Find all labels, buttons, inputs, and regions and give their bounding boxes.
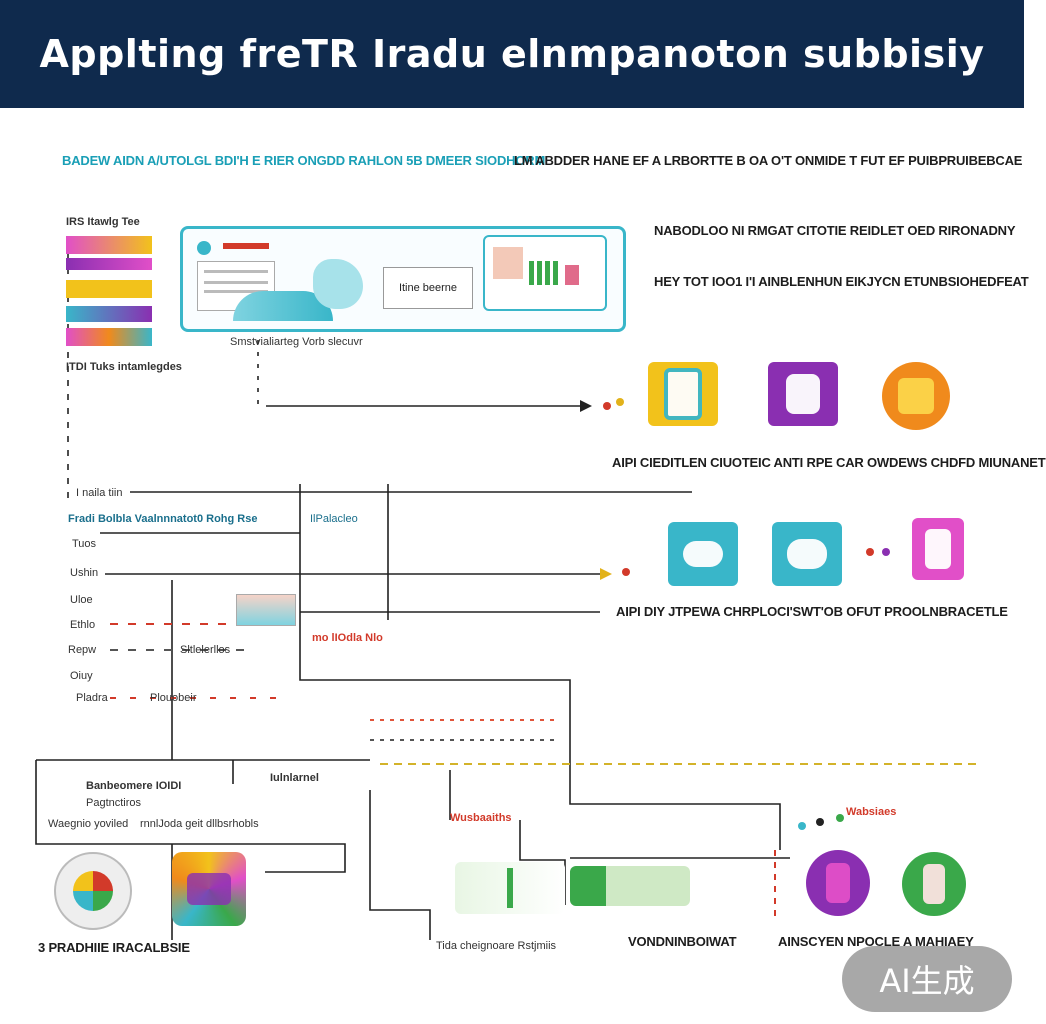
bottom-left-caption: 3 PRADHIIE IRACALBSIE: [38, 940, 190, 955]
header-left-accent: SIODHORM: [475, 153, 546, 168]
panel-screen-bar: [565, 265, 579, 285]
bottom-box-label-3: Waegnio yoviled: [48, 818, 129, 830]
cloud-icon: [668, 522, 738, 586]
form-field-2: Ushin: [70, 567, 99, 579]
form-header: I naila tiin: [76, 487, 123, 499]
header-left: BADEW AIDN A/UTOLGL BDI'H E RIER ONGDD R…: [62, 153, 545, 168]
bottom-red-label: Wusbaaiths: [450, 812, 512, 824]
legend-stripe-2: [66, 258, 152, 270]
plant-icon: [455, 862, 565, 914]
form-field-4: Ethlo: [70, 619, 96, 631]
collage-icon: [172, 852, 246, 926]
bottom-mid-caption: Tida cheignoare Rstjmiis: [436, 940, 557, 952]
bottom-right-caption: AINSCYEN NPOCLE A MAHIAEY: [778, 934, 974, 949]
form-title: Fradi Bolbla Vaalnnnatot0 Rohg Rse: [68, 513, 258, 525]
ai-generated-badge: AI生成: [842, 946, 1012, 1012]
right-line-1: NABODLOO NI RMGAT CITOTIE REIDLET OED RI…: [654, 223, 1016, 238]
chart-icon: [570, 866, 690, 906]
form-field-7: Pladra: [76, 692, 108, 704]
bottom-box-label-2: Pagtnctiros: [86, 797, 142, 809]
legend-stripe-1: [66, 236, 152, 254]
panel-map-graphic: [313, 259, 363, 309]
row-1-caption: AIPI CIEDITLEN CIUOTEIC ANTI RPE CAR OWD…: [612, 455, 1046, 470]
form-field-5: Repw: [68, 644, 97, 656]
purple-device-icon: [806, 850, 870, 916]
form-thumbnail: [236, 594, 296, 626]
legend-stripe-5: [66, 328, 152, 346]
right-line-2: HEY TOT IOO1 I'I AINBLENHUN EIKJYCN ETUN…: [654, 274, 1029, 289]
bottom-right-tag: Wabsiaes: [846, 806, 897, 818]
panel-screen-grid: [529, 261, 561, 285]
panel-screen: [483, 235, 607, 311]
panel-caption: Smstvialiarteg Vorb slecuvr: [230, 336, 363, 348]
legend-bottom-label: ITDI Tuks intamlegdes: [66, 361, 182, 373]
form-mid-label: Sltlelerllos: [180, 644, 231, 656]
form-field-3: Uloe: [70, 594, 93, 606]
form-field-1: Tuos: [72, 538, 97, 550]
panel-red-bar: [223, 243, 269, 249]
panel-screen-image: [493, 247, 523, 279]
panel-text-box: Itine beerne: [383, 267, 473, 309]
legend-stripe-3: [66, 280, 152, 298]
page-title: Applting freTR Iradu elnmpanoton subbisi…: [39, 32, 985, 76]
form-field-6: Oiuy: [70, 670, 93, 682]
tablet-icon: [768, 362, 838, 426]
bottom-center-label: Iulnlarnel: [270, 772, 319, 784]
phone-tablet-icon: [912, 518, 964, 580]
hand-icon: [882, 362, 950, 430]
green-phone-icon: [902, 852, 966, 916]
row-2-caption: AIPI DIY JTPEWA CHRPLOCI'SWT'OB OFUT PRO…: [616, 604, 1008, 619]
header-right: LM ABDDER HANE EF A LRBORTTE B OA O'T ON…: [514, 153, 1023, 168]
title-banner: Applting freTR Iradu elnmpanoton subbisi…: [0, 0, 1024, 108]
form-mid-label-2: Plouobeir: [150, 692, 197, 704]
cloud-card-icon: [772, 522, 842, 586]
phone-icon: [648, 362, 718, 426]
panel-dot-icon: [197, 241, 211, 255]
form-tag: IlPalacleo: [310, 513, 358, 525]
central-panel: Itine beerne: [180, 226, 626, 332]
gauge-icon: [54, 852, 132, 930]
bottom-box-label: Banbeomere IOIDI: [86, 780, 182, 792]
legend-top-label: IRS Itawlg Tee: [66, 216, 140, 228]
bottom-mid-caption-2: VONDNINBOIWAT: [628, 934, 737, 949]
connector-lines: [35, 228, 980, 940]
header-left-text: BADEW AIDN A/UTOLGL BDI'H E RIER ONGDD R…: [62, 153, 472, 168]
form-red-label: mo lIOdla Nlo: [312, 632, 383, 644]
bottom-box-label-4: rnnlJoda geit dllbsrhobls: [140, 818, 259, 830]
legend-stripe-4: [66, 306, 152, 322]
